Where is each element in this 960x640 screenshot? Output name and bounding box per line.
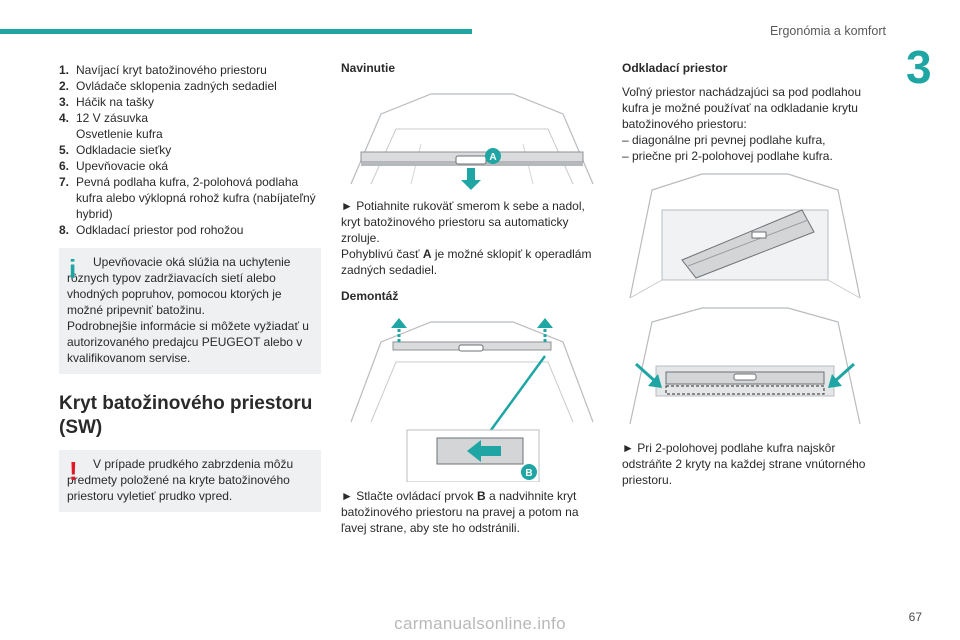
list-item: 5. Odkladacie sieťky [59, 142, 321, 158]
warning-icon: ! [69, 456, 78, 486]
list-item-text: Ovládače sklopenia zadných sedadiel [76, 79, 277, 93]
navinutie-step: ► Potiahnite rukoväť smerom k sebe a nad… [341, 199, 585, 245]
column-2: Navinutie A ► Potiahnite rukoväť smerom … [341, 60, 603, 536]
list-item-number: 3. [59, 95, 70, 109]
list-item: 4. 12 V zásuvka [59, 110, 321, 126]
label-b: B [525, 468, 532, 479]
info-icon: i [69, 254, 77, 284]
list-item-number: 7. [59, 175, 70, 189]
list-item-text: Upevňovacie oká [76, 159, 169, 173]
list-item: Osvetlenie kufra [59, 126, 321, 142]
column-3: Odkladací priestor Voľný priestor nachád… [622, 60, 884, 488]
header-accent-bar [0, 29, 472, 34]
list-item: 1. Navíjací kryt batožinového priestoru [59, 62, 321, 78]
info-note: i Upevňovacie oká slúžia na uchytenie rô… [59, 248, 321, 374]
list-item-text: Navíjací kryt batožinového priestoru [76, 63, 267, 77]
figure-rolling-cover: A [341, 84, 603, 192]
page-number: 67 [908, 610, 922, 624]
list-item-text: Odkladací priestor pod rohožou [76, 223, 244, 237]
list-item-number: 8. [59, 223, 70, 237]
list-item: 2. Ovládače sklopenia zadných sedadiel [59, 78, 321, 94]
list-item-text: 12 V zásuvka [76, 111, 149, 125]
storage-step: ► Pri 2-polohovej podlahe kufra najskôr … [622, 441, 866, 487]
chapter-number: 3 [906, 41, 932, 93]
navinutie-title: Navinutie [341, 61, 396, 75]
header-title: Ergonómia a komfort [769, 24, 886, 38]
list-item-text: Osvetlenie kufra [76, 127, 163, 141]
figure-storage-transverse [622, 306, 884, 426]
warning-note: ! V prípade prudkého zabrzdenia môžu pre… [59, 450, 321, 512]
list-item-number: 1. [59, 63, 70, 77]
list-item-number: 4. [59, 111, 70, 125]
list-item-text: Odkladacie sieťky [76, 143, 172, 157]
warning-note-text: V prípade prudkého zabrzdenia môžu predm… [67, 457, 294, 503]
list-item-text: Háčik na tašky [76, 95, 155, 109]
list-item: 8. Odkladací priestor pod rohožou [59, 222, 321, 238]
info-note-text-1: Upevňovacie oká slúžia na uchytenie rôzn… [67, 255, 291, 317]
section-title: Kryt batožinového priestoru (SW) [59, 393, 313, 438]
list-item: 6. Upevňovacie oká [59, 158, 321, 174]
list-item-number: 5. [59, 143, 70, 157]
storage-bullet-1: – diagonálne pri pevnej podlahe kufra, [622, 133, 826, 147]
info-note-text-2: Podrobnejšie informácie si môžete vyžiad… [67, 319, 309, 365]
storage-intro: Voľný priestor nachádzajúci sa pod podla… [622, 85, 861, 131]
figure-storage-diagonal [622, 170, 884, 300]
list-item: 3. Háčik na tašky [59, 94, 321, 110]
list-item-text: Pevná podlaha kufra, 2-polohová podlaha … [76, 175, 316, 221]
navinutie-note: Pohyblivú časť A je možné sklopiť k oper… [341, 247, 592, 277]
storage-bullet-2: – priečne pri 2-polohovej podlahe kufra. [622, 149, 833, 163]
list-item-number: 2. [59, 79, 70, 93]
label-a: A [489, 152, 496, 163]
list-item: 7. Pevná podlaha kufra, 2-polohová podlah… [59, 174, 321, 222]
list-item-number: 6. [59, 159, 70, 173]
figure-cover-removal: B [341, 312, 603, 482]
watermark: carmanualsonline.info [394, 614, 566, 633]
demontaz-step: ► Stlačte ovládací prvok B a nadvihnite … [341, 489, 579, 535]
demontaz-title: Demontáž [341, 289, 399, 303]
storage-title: Odkladací priestor [622, 61, 728, 75]
